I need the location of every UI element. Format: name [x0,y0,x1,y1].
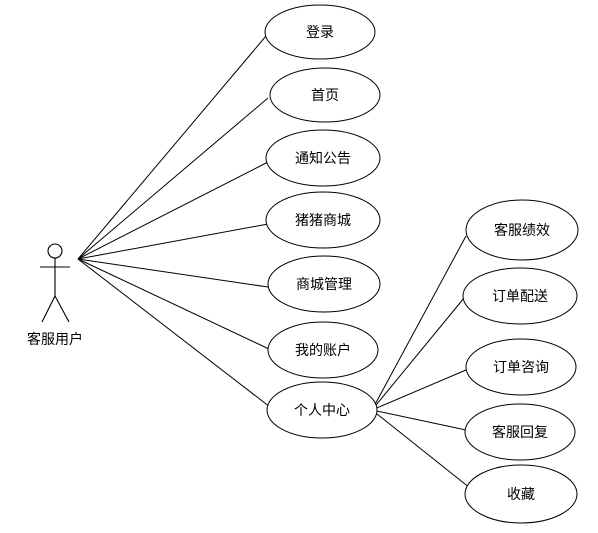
association-order-delivery [371,297,465,411]
association-performance [371,235,467,411]
use-case-zhuzhu-mall: 猪猪商城 [265,191,381,249]
use-case-order-inquiry-label: 订单咨询 [493,360,549,376]
use-case-performance: 客服绩效 [465,199,579,261]
actor-label: 客服用户 [27,331,83,348]
use-case-notice: 通知公告 [265,129,381,187]
use-case-order-inquiry-ellipse [465,338,577,396]
association-mall-management [77,258,269,288]
association-order-inquiry [371,369,467,411]
use-case-reply-ellipse [464,403,576,461]
association-reply [371,409,467,431]
use-case-login: 登录 [264,4,376,60]
use-case-order-delivery: 订单配送 [462,267,578,325]
use-case-favorites-ellipse [464,464,578,524]
use-case-personal-center-label: 个人中心 [294,403,350,419]
association-notice [77,161,269,260]
use-case-favorites: 收藏 [464,464,578,524]
association-login [77,35,267,260]
use-case-performance-ellipse [465,199,579,261]
actor-right-leg [54,295,70,323]
use-case-home: 首页 [269,67,381,123]
association-personal-center [77,258,271,408]
use-case-notice-label: 通知公告 [295,150,351,167]
use-case-zhuzhu-mall-ellipse [265,191,381,249]
use-case-order-delivery-label: 订单配送 [492,289,548,305]
use-case-zhuzhu-mall-label: 猪猪商城 [295,213,351,229]
association-home [77,97,269,260]
use-case-mall-management: 商城管理 [267,255,381,313]
use-case-personal-center-ellipse [266,381,378,439]
use-case-order-delivery-ellipse [462,267,578,325]
association-zhuzhu-mall [77,223,269,260]
use-case-my-account-ellipse [267,321,379,379]
use-case-my-account-label: 我的账户 [295,342,351,359]
use-case-reply: 客服回复 [464,403,576,461]
use-case-personal-center: 个人中心 [266,381,378,439]
use-case-home-ellipse [269,67,381,123]
use-case-mall-management-label: 商城管理 [296,277,352,293]
use-case-login-label: 登录 [306,25,334,41]
use-case-performance-label: 客服绩效 [494,222,550,239]
use-case-notice-ellipse [265,129,381,187]
use-case-my-account: 我的账户 [267,321,379,379]
actor-customer-service-user: 客服用户 [27,243,83,348]
use-case-home-label: 首页 [311,88,339,104]
association-favorites [371,409,471,489]
use-case-order-inquiry: 订单咨询 [465,338,577,396]
use-case-reply-label: 客服回复 [492,424,548,441]
actor-left-leg [41,295,56,323]
use-case-mall-management-ellipse [267,255,381,313]
use-case-favorites-label: 收藏 [507,487,535,503]
actor-head [47,243,63,259]
association-my-account [77,258,270,350]
use-case-login-ellipse [264,4,376,60]
